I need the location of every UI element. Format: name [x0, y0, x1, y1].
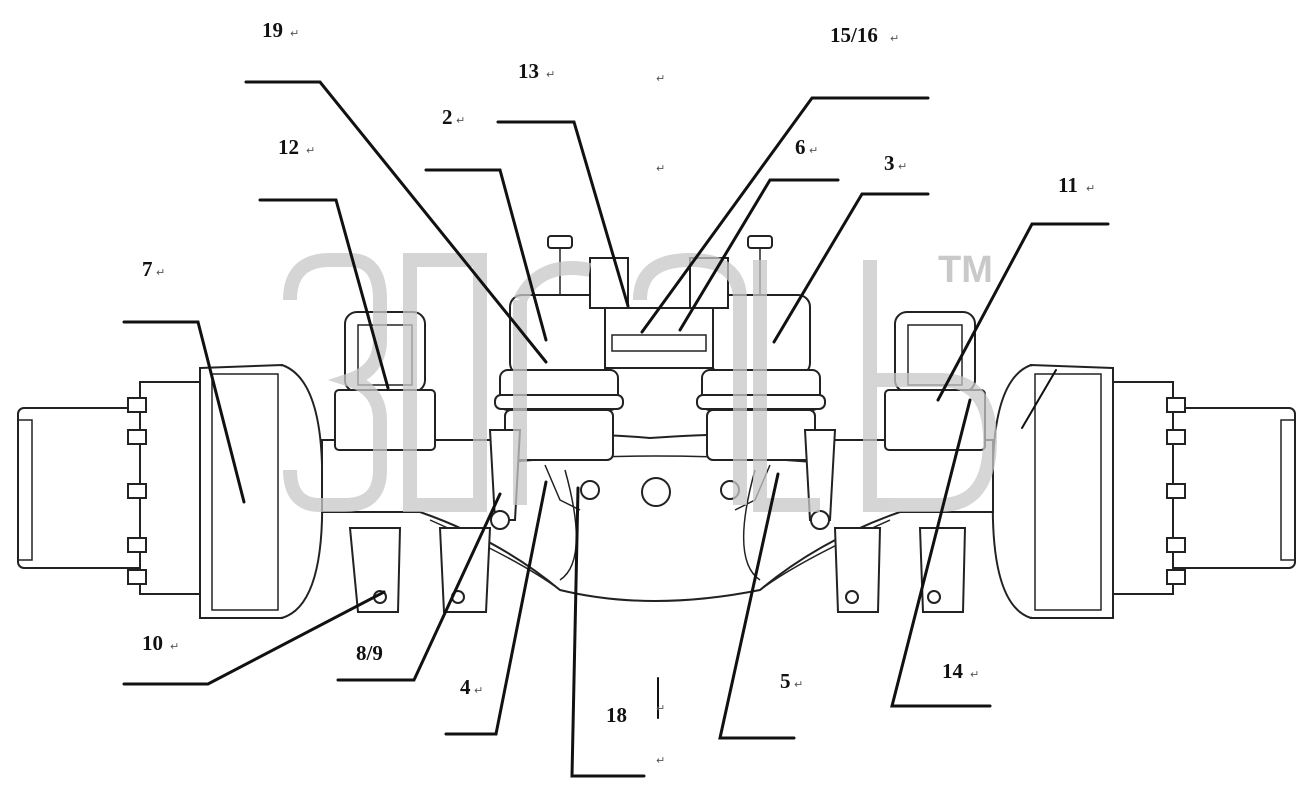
- callout-6: 6: [795, 135, 806, 159]
- leader-18: [570, 486, 646, 778]
- leader-lines: [122, 80, 1110, 778]
- right-wheel-hub: [991, 363, 1296, 619]
- return-mark: ↵: [170, 640, 179, 653]
- axle-drawing: [17, 235, 1296, 619]
- return-mark: ↵: [1086, 182, 1095, 195]
- watermark: TM: [283, 249, 998, 512]
- leader-2: [424, 168, 548, 342]
- callout-7: 7: [142, 257, 153, 281]
- return-mark: ↵: [656, 702, 665, 715]
- leader-11: [936, 222, 1110, 402]
- callout-labels: 19 ↵ 13 ↵ 15/16 ↵ 2 ↵ 12 ↵ 6 ↵ 3 ↵ 11 ↵ …: [142, 18, 1095, 767]
- callout-10: 10: [142, 631, 163, 655]
- leader-14: [890, 398, 992, 708]
- callout-4: 4: [460, 675, 471, 699]
- leader-12: [258, 198, 390, 390]
- callout-14: 14: [942, 659, 964, 683]
- leader-15-16: [640, 96, 930, 334]
- callout-2: 2: [442, 105, 453, 129]
- left-brake-chamber: [494, 235, 624, 461]
- leader-3: [772, 192, 930, 344]
- return-mark: ↵: [809, 144, 818, 157]
- callout-13: 13: [518, 59, 539, 83]
- callout-8-9: 8/9: [356, 641, 383, 665]
- return-mark: ↵: [794, 678, 803, 691]
- center-cover: [641, 477, 671, 507]
- callout-3: 3: [884, 151, 895, 175]
- return-mark: ↵: [970, 668, 979, 681]
- return-mark: ↵: [456, 114, 465, 127]
- leader-8-9: [336, 492, 502, 682]
- callout-19: 19: [262, 18, 283, 42]
- return-mark: ↵: [290, 27, 299, 40]
- spring-seats: [348, 527, 967, 613]
- leader-4: [444, 480, 548, 736]
- callout-5: 5: [780, 669, 791, 693]
- return-mark: ↵: [656, 754, 665, 767]
- callout-15-16: 15/16: [830, 23, 878, 47]
- return-mark: ↵: [474, 684, 483, 697]
- return-mark: ↵: [656, 72, 665, 85]
- leader-5: [718, 472, 796, 740]
- right-hub-bolts: [1166, 397, 1186, 585]
- axle-housing: [321, 433, 994, 602]
- left-wheel-hub: [17, 363, 324, 619]
- return-mark: ↵: [156, 266, 165, 279]
- leader-6: [678, 178, 840, 332]
- center-bracket: [589, 257, 729, 369]
- right-air-spring-bracket: [884, 311, 986, 451]
- leader-10: [122, 590, 386, 686]
- callout-18: 18: [606, 703, 627, 727]
- trademark-text: TM: [938, 249, 993, 291]
- return-mark: ↵: [898, 160, 907, 173]
- left-hub-bolts: [127, 397, 147, 585]
- leader-13: [496, 120, 630, 308]
- leader-7-hub: [1021, 369, 1057, 429]
- callout-11: 11: [1058, 173, 1078, 197]
- return-mark: ↵: [306, 144, 315, 157]
- callout-12: 12: [278, 135, 299, 159]
- return-mark: ↵: [656, 162, 665, 175]
- leader-19: [244, 80, 548, 364]
- leader-7: [122, 320, 246, 504]
- return-mark: ↵: [890, 32, 899, 45]
- return-mark: ↵: [546, 68, 555, 81]
